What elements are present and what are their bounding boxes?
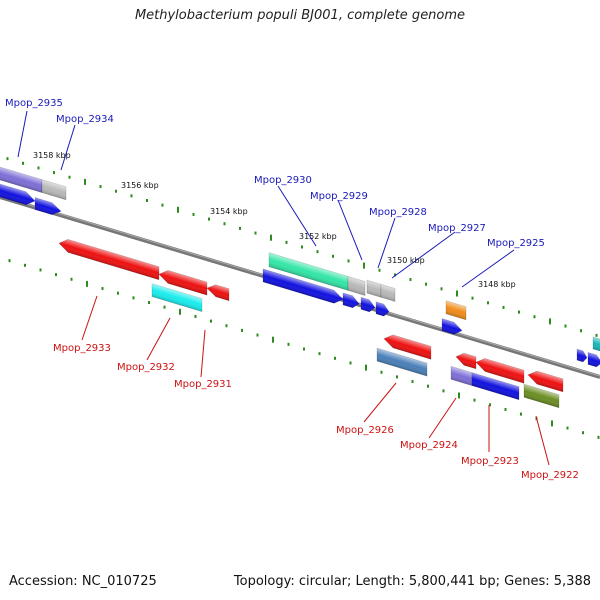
gene-mpop-2925-forward-blue[interactable] — [441, 318, 463, 337]
gene-mpop-2922[interactable] — [523, 383, 560, 409]
gene-mpop-2933-forward-blue[interactable] — [0, 183, 36, 207]
forward-gene-labels: Mpop_2935 Mpop_2934 Mpop_2930 Mpop_2929 … — [5, 98, 545, 249]
gene-mpop-2923[interactable] — [471, 372, 520, 401]
kbp-label-3152: 3152 kbp — [299, 232, 337, 241]
gene-label-mpop-2928[interactable]: Mpop_2928 — [369, 207, 427, 218]
reverse-leaders — [81, 295, 550, 466]
kbp-label-3154: 3154 kbp — [210, 207, 248, 216]
kbp-label-3158: 3158 kbp — [33, 151, 71, 160]
gene-mpop-2932[interactable] — [151, 283, 203, 312]
gene-mpop-2927[interactable] — [380, 283, 396, 302]
gene-label-mpop-2922[interactable]: Mpop_2922 — [521, 470, 579, 481]
kbp-label-3150: 3150 kbp — [387, 256, 425, 265]
gene-features — [0, 166, 600, 409]
gene-mpop-2922-red[interactable] — [527, 368, 564, 393]
genome-summary-text: Topology: circular; Length: 5,800,441 bp… — [233, 574, 591, 589]
gene-label-mpop-2925[interactable]: Mpop_2925 — [487, 238, 545, 249]
gene-label-mpop-2929[interactable]: Mpop_2929 — [310, 191, 368, 202]
gene-right-blue-1[interactable] — [576, 348, 588, 363]
gene-mpop-2934[interactable] — [34, 197, 62, 218]
gene-right-blue-2[interactable] — [587, 352, 600, 368]
gene-mpop-2924[interactable] — [450, 365, 473, 386]
gene-mpop-2926-red[interactable] — [383, 332, 432, 360]
gene-label-mpop-2931[interactable]: Mpop_2931 — [174, 379, 232, 390]
gene-label-mpop-2924[interactable]: Mpop_2924 — [400, 440, 458, 451]
gene-mpop-2923-red[interactable] — [475, 356, 525, 384]
gene-mpop-2925[interactable] — [445, 300, 467, 321]
gene-mpop-2928[interactable] — [366, 279, 382, 298]
accession-text: Accession: NC_010725 — [9, 574, 157, 589]
map-title: Methylobacterium populi BJ001, complete … — [134, 8, 466, 23]
gene-label-mpop-2927[interactable]: Mpop_2927 — [428, 223, 486, 234]
gene-mpop-2930-forward-blue[interactable] — [262, 268, 344, 306]
gene-label-mpop-2934[interactable]: Mpop_2934 — [56, 114, 114, 125]
forward-leaders — [17, 110, 515, 288]
gene-mpop-2929-forward-blue[interactable] — [342, 292, 360, 310]
gene-label-mpop-2933[interactable]: Mpop_2933 — [53, 343, 111, 354]
gene-mpop-2934-part[interactable] — [41, 179, 67, 201]
gene-mpop-2927-forward-blue[interactable] — [375, 301, 390, 318]
kbp-label-3148: 3148 kbp — [478, 280, 516, 289]
gene-label-mpop-2930[interactable]: Mpop_2930 — [254, 175, 312, 186]
scale-ticks — [6, 157, 600, 439]
kbp-label-3156: 3156 kbp — [121, 181, 159, 190]
tick-row-reverse-lower — [8, 259, 600, 439]
scale-labels: 3158 kbp 3156 kbp 3154 kbp 3152 kbp 3150… — [33, 151, 516, 289]
gene-mpop-2926[interactable] — [376, 347, 428, 377]
tick-row-forward-upper — [6, 157, 598, 337]
gene-label-mpop-2923[interactable]: Mpop_2923 — [461, 456, 519, 467]
gene-label-mpop-2926[interactable]: Mpop_2926 — [336, 425, 394, 436]
gene-label-mpop-2932[interactable]: Mpop_2932 — [117, 362, 175, 373]
gene-mpop-2928-forward-blue[interactable] — [360, 296, 376, 313]
gene-mpop-2929[interactable] — [347, 276, 366, 296]
gene-right-teal[interactable] — [592, 336, 600, 353]
gene-label-mpop-2935[interactable]: Mpop_2935 — [5, 98, 63, 109]
gene-mpop-2933[interactable] — [58, 237, 160, 281]
gene-mpop-2924-red[interactable] — [455, 351, 477, 370]
gene-mpop-2931[interactable] — [206, 282, 230, 302]
gene-mpop-2932-red[interactable] — [158, 268, 208, 296]
reverse-gene-labels: Mpop_2933 Mpop_2932 Mpop_2931 Mpop_2926 … — [53, 343, 579, 481]
